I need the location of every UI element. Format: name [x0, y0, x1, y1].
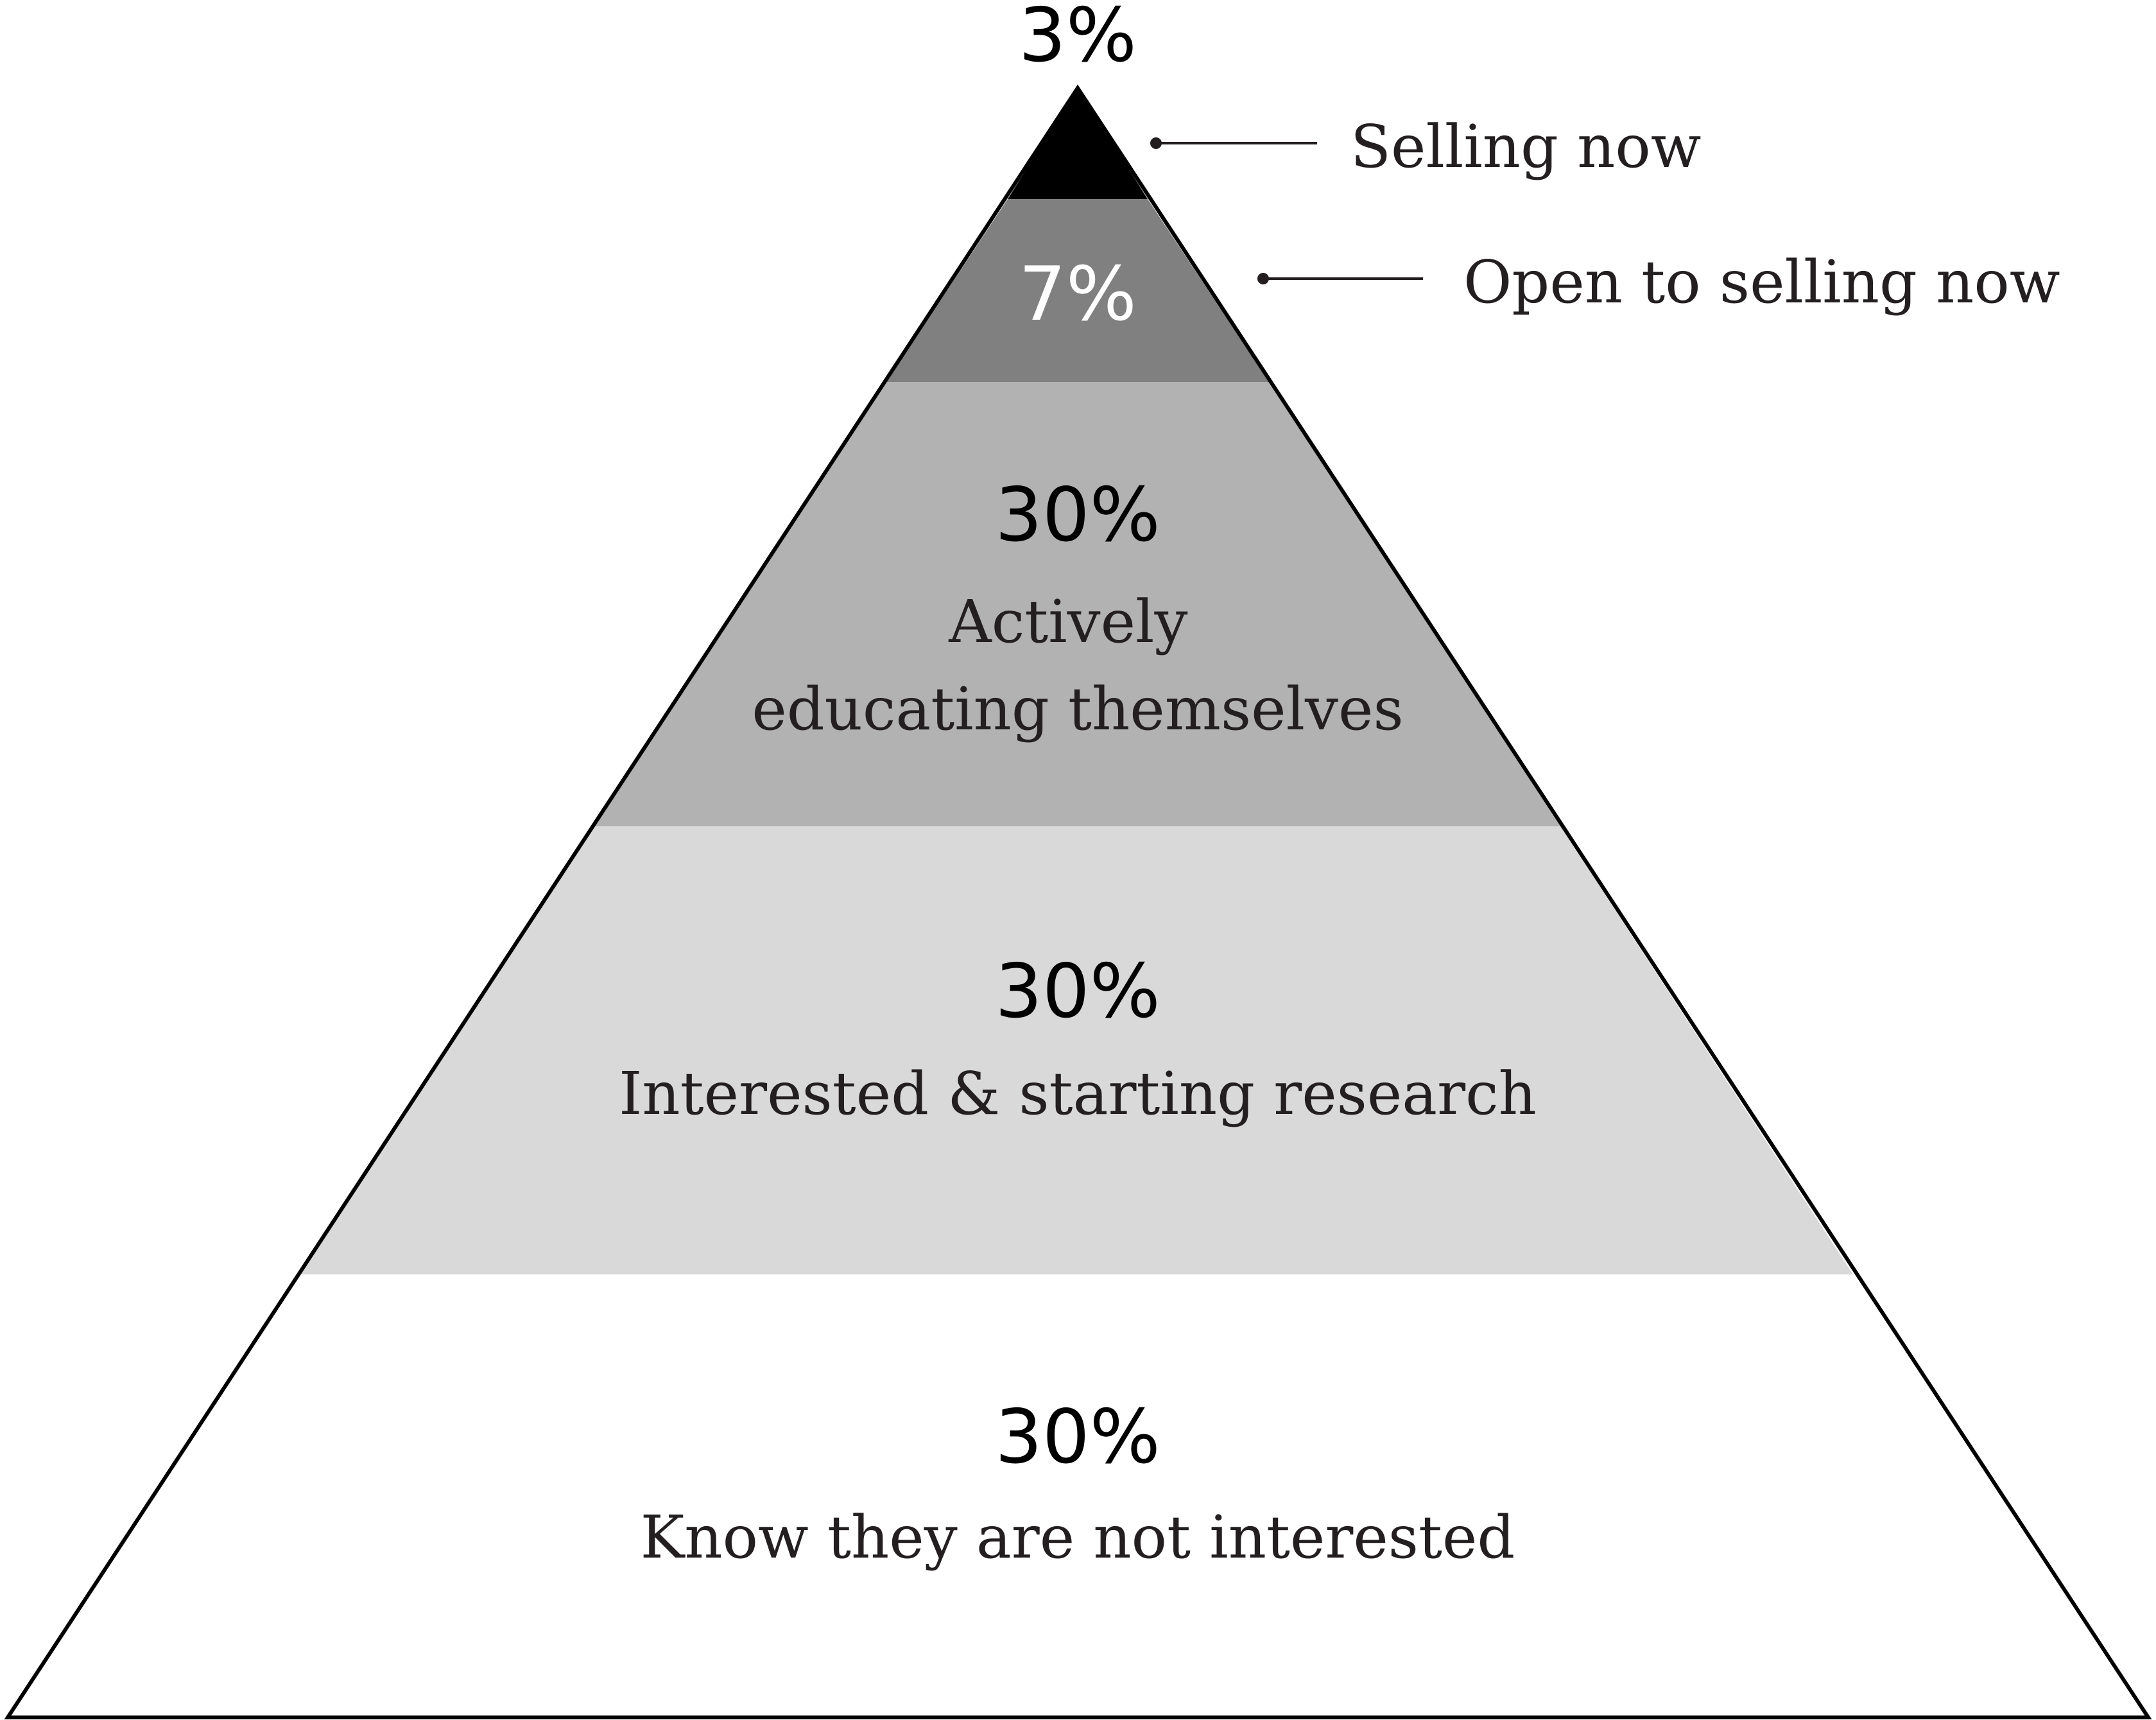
tier-1-percent: 7%: [1019, 251, 1137, 338]
tier-1-band: [886, 199, 1269, 382]
tier-2-label: Actively educating themselves: [752, 587, 1403, 743]
pyramid-outline: [4, 84, 2152, 1719]
tier-0-band: [1008, 88, 1148, 199]
tier-0-percent: 3%: [1019, 0, 1137, 79]
tier-4-band: [8, 1274, 2148, 1717]
tier-2-label-line-2: educating themselves: [752, 675, 1403, 743]
tier-3-percent: 30%: [995, 948, 1160, 1035]
callout-open-to-selling-now: Open to selling now: [1257, 248, 2060, 317]
tier-2-band: [595, 382, 1560, 826]
tier-3-label: Interested & starting research: [619, 1059, 1537, 1128]
callout-1-label: Open to selling now: [1463, 248, 2060, 317]
tier-2-label-line-1: Actively: [948, 587, 1187, 656]
tier-4-percent: 30%: [995, 1394, 1160, 1481]
callout-selling-now: Selling now: [1150, 112, 1702, 181]
tier-4-label: Know they are not interested: [641, 1503, 1515, 1572]
tier-3-band: [299, 826, 1853, 1274]
callout-0-label: Selling now: [1350, 112, 1702, 181]
tier-2-percent: 30%: [995, 472, 1160, 559]
